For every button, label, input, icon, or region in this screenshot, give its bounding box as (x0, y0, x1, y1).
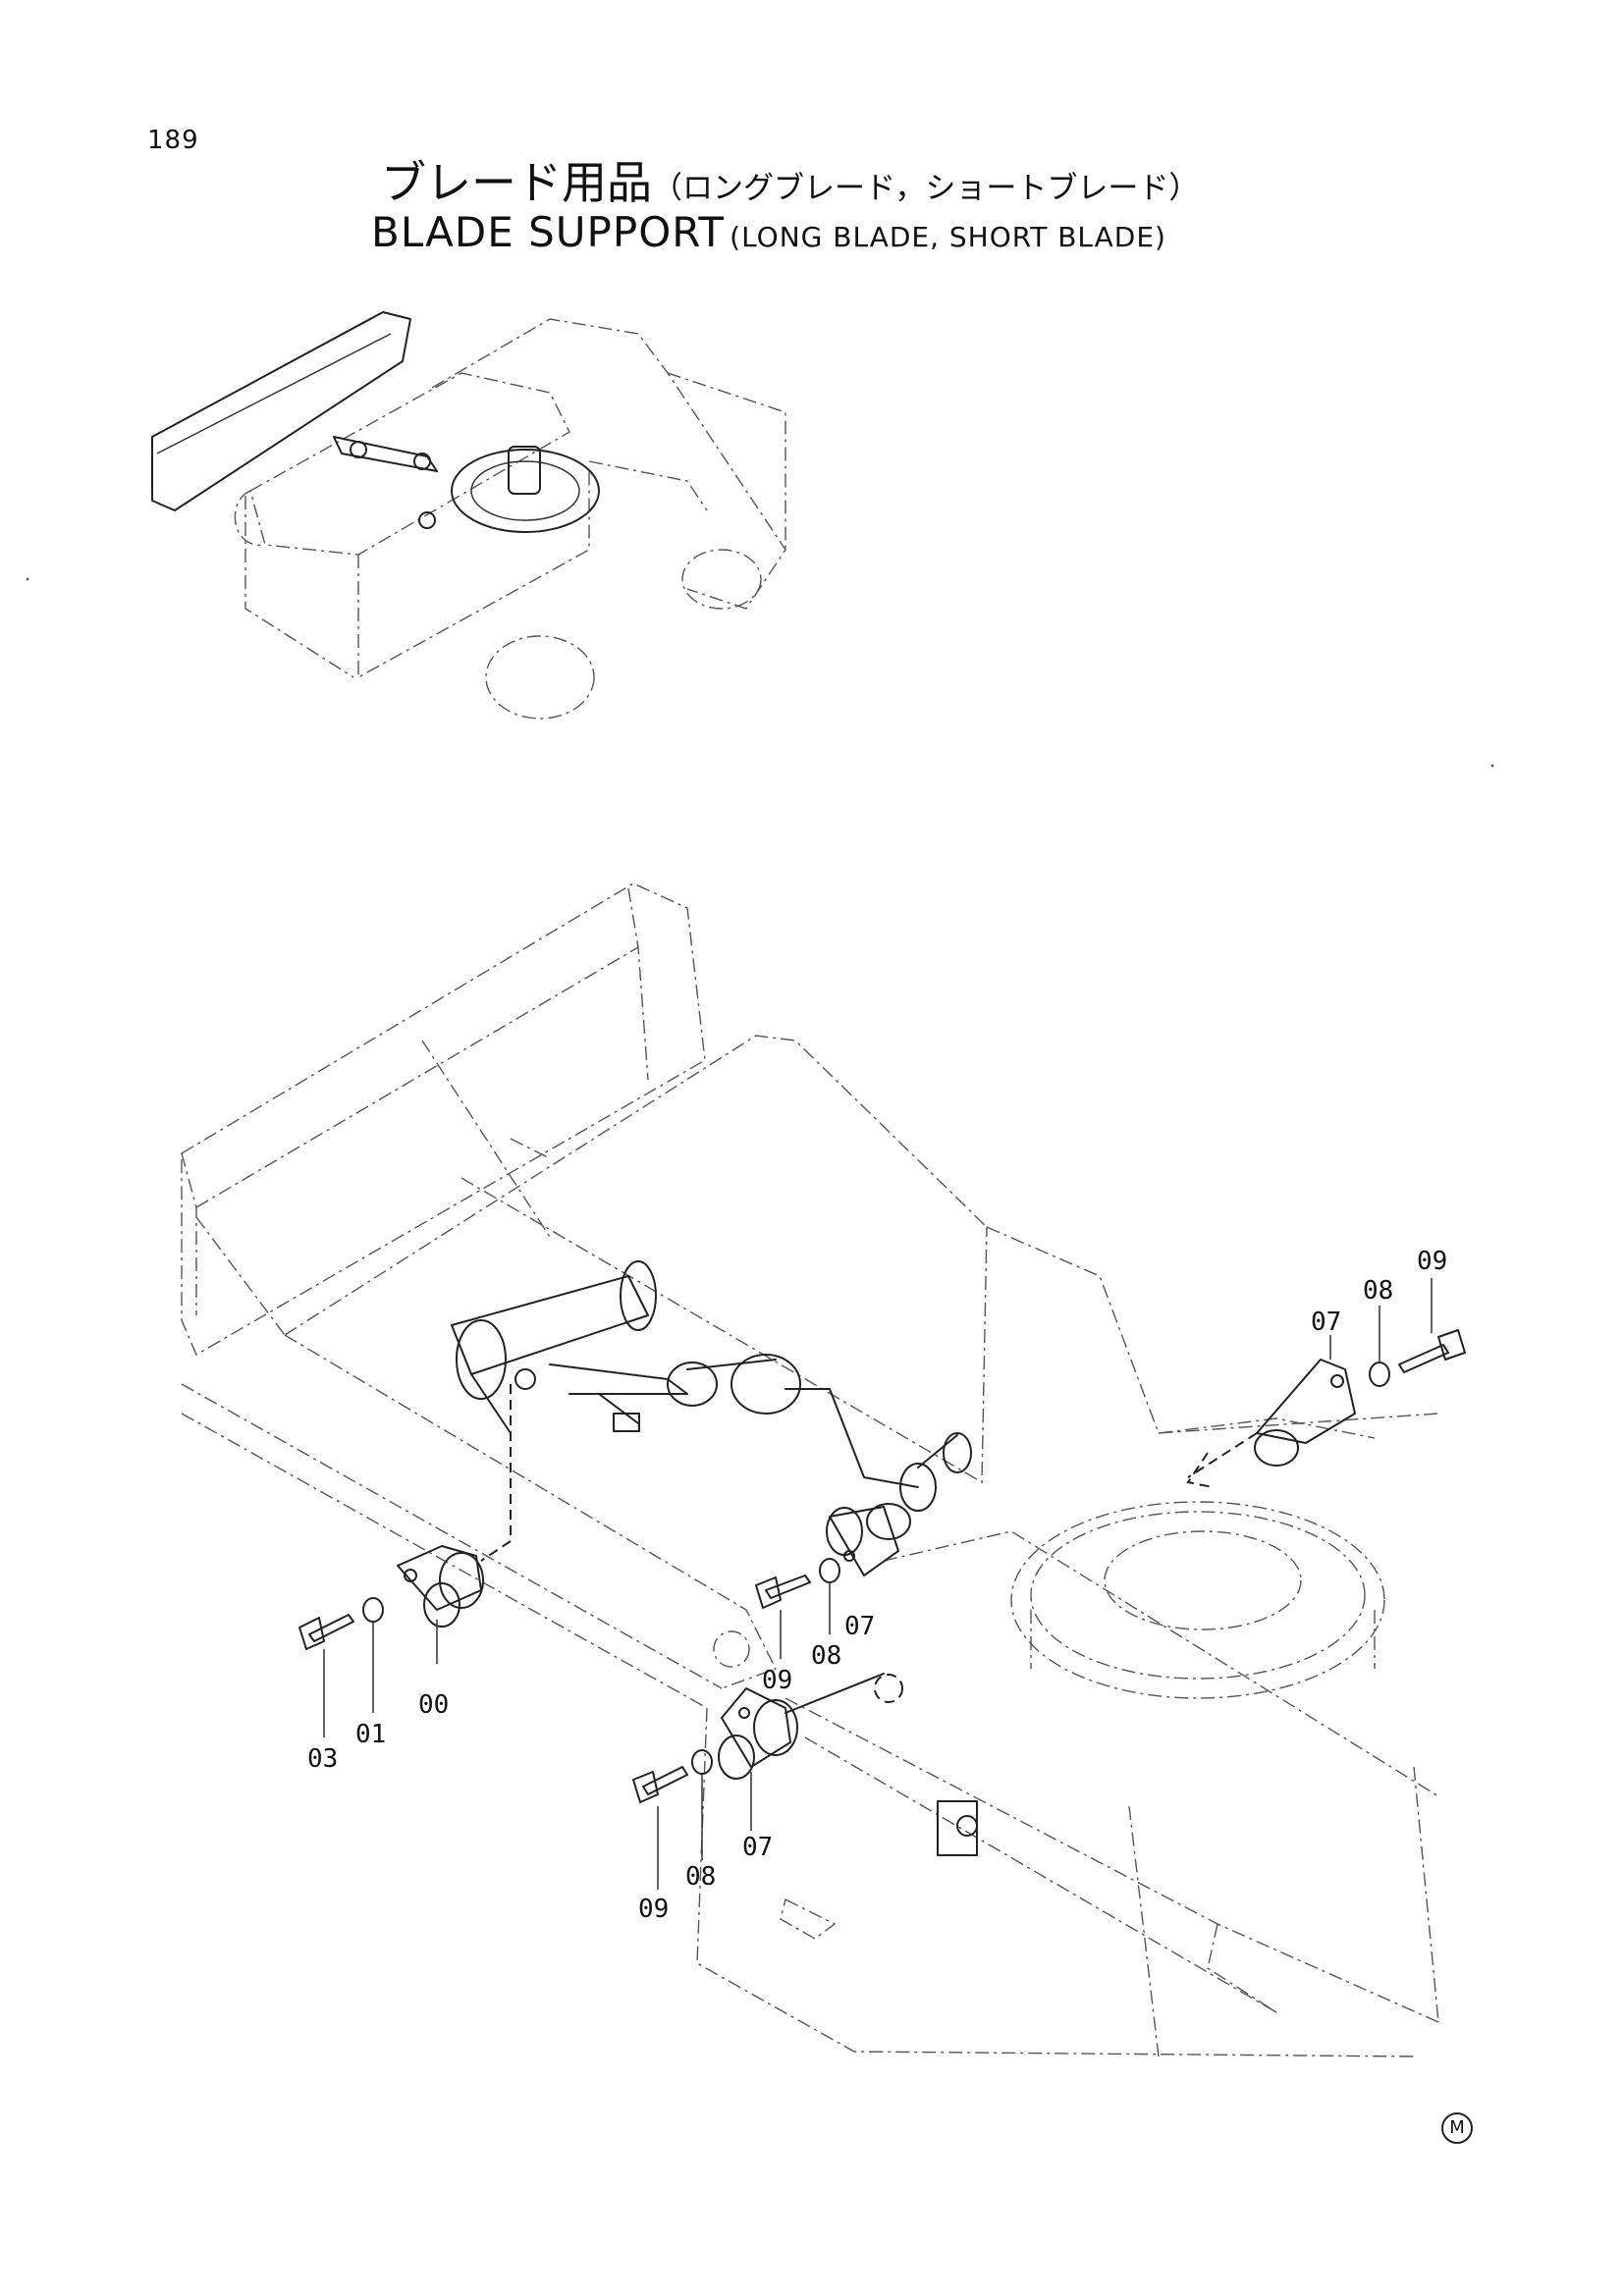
callout-09-mid: 09 (762, 1666, 792, 1695)
part-09-bolt-low (632, 1766, 688, 1803)
title-en-main: BLADE SUPPORT (371, 208, 726, 256)
part-07-pin-low (718, 1687, 798, 1780)
callout-03: 03 (307, 1744, 338, 1774)
main-blade-assembly (181, 882, 988, 1709)
title-jp-main: ブレード用品 (381, 156, 652, 209)
part-00-pin (397, 1545, 484, 1628)
main-upper-frame (696, 1226, 1439, 2057)
title-english: BLADE SUPPORT (LONG BLADE, SHORT BLADE) (371, 208, 1166, 256)
part-09-bolt-top (1398, 1329, 1466, 1373)
part-03-bolt (298, 1614, 354, 1650)
callout-09-low: 09 (638, 1895, 669, 1924)
part-08-washer-top (1369, 1362, 1390, 1387)
leader-lines (323, 1278, 1433, 1890)
part-08-washer-mid (819, 1558, 840, 1583)
part-07-pin-mid (826, 1503, 911, 1576)
part-01-washer (362, 1597, 384, 1623)
callout-08-mid: 08 (811, 1641, 841, 1671)
part-08-washer-low (691, 1749, 713, 1775)
part-09-bolt-mid (755, 1575, 811, 1609)
overview-undercarriage (151, 311, 786, 720)
part-07-pin-top (1254, 1359, 1356, 1467)
title-jp-sub: （ロングブレード，ショートブレード） (652, 171, 1200, 206)
m-circle-mark: M (1441, 2112, 1473, 2144)
page-number: 189 (147, 126, 199, 155)
callout-07-mid: 07 (844, 1612, 875, 1641)
title-en-sub: (LONG BLADE, SHORT BLADE) (730, 221, 1166, 253)
callout-08-top: 08 (1363, 1276, 1393, 1306)
callout-07-top: 07 (1311, 1308, 1341, 1337)
callout-09-top: 09 (1417, 1247, 1447, 1276)
title-japanese: ブレード用品（ロングブレード，ショートブレード） (381, 147, 1199, 212)
assembly-lines (480, 1384, 1258, 1714)
callout-08-low: 08 (685, 1862, 716, 1892)
callout-00: 00 (418, 1690, 449, 1720)
callout-07-low: 07 (742, 1833, 773, 1862)
callout-01: 01 (355, 1720, 386, 1749)
